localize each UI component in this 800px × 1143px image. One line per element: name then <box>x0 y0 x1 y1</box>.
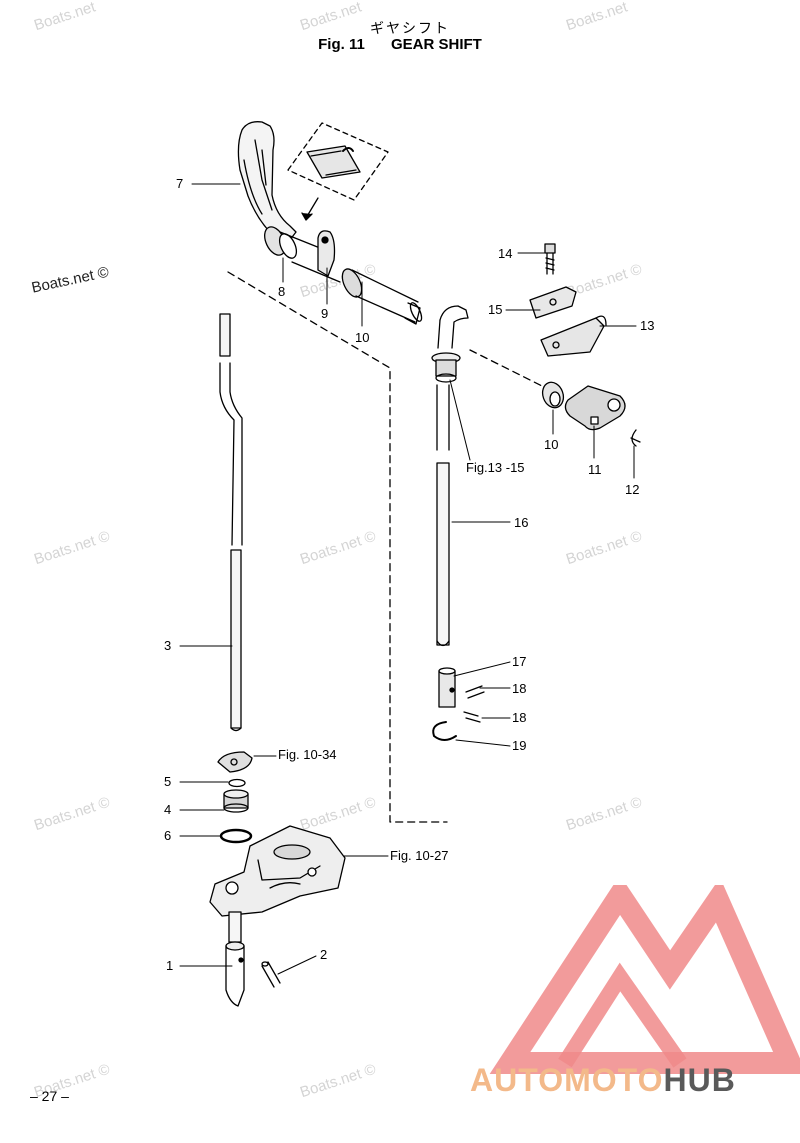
callout-16: 16 <box>514 515 529 530</box>
callout-17: 17 <box>512 654 527 669</box>
lower-rod-1 <box>225 911 245 1007</box>
figure-number: Fig. 11 <box>318 36 365 53</box>
shift-shaft-assembly <box>264 226 423 325</box>
bracket-parts <box>541 381 641 447</box>
pins-18 <box>463 685 485 723</box>
callout-18: 18 <box>512 681 527 696</box>
clip-and-bolt-parts <box>529 243 607 357</box>
page-number: – 27 – <box>30 1088 69 1104</box>
callout-leaders <box>179 183 637 975</box>
reference-fig-13-15: Fig.13 -15 <box>466 460 525 475</box>
callout-1: 1 <box>166 958 174 973</box>
callout-4: 4 <box>164 802 172 817</box>
e-clip-19 <box>432 721 457 741</box>
callout-10: 10 <box>355 330 370 345</box>
logo-wordmark-part2: HUB <box>663 1062 736 1098</box>
clip-detail-frame <box>287 122 389 221</box>
callout-10-bracket: 10 <box>544 437 559 452</box>
o-ring-6 <box>219 828 253 844</box>
assembly-guide-lines <box>227 271 591 823</box>
callout-19: 19 <box>512 738 527 753</box>
callout-7: 7 <box>176 176 184 191</box>
gasket <box>217 751 253 773</box>
header-figure-title: Fig. 11 GEAR SHIFT <box>0 36 800 53</box>
reference-fig-10-27: Fig. 10-27 <box>390 848 449 863</box>
callout-5: 5 <box>164 774 172 789</box>
housing-10-27 <box>209 825 346 917</box>
callout-6: 6 <box>164 828 172 843</box>
automotohub-logo <box>489 885 800 1074</box>
reference-fig-10-34: Fig. 10-34 <box>278 747 337 762</box>
shift-rod-16 <box>431 305 469 647</box>
pin-2 <box>261 961 281 988</box>
callout-12: 12 <box>625 482 640 497</box>
callout-18: 18 <box>512 710 527 725</box>
callout-11: 11 <box>588 462 602 477</box>
callout-14: 14 <box>498 246 513 261</box>
o-ring-5 <box>228 778 246 788</box>
logo-wordmark-part1: AUTOMOTO <box>470 1062 664 1098</box>
header-title-jp: ギヤシフト <box>370 21 450 37</box>
shift-lever-7 <box>237 121 297 246</box>
callout-8: 8 <box>278 284 286 299</box>
bushing-4 <box>223 789 249 813</box>
figure-title: GEAR SHIFT <box>391 36 482 53</box>
long-rod-3 <box>219 313 243 732</box>
callout-13: 13 <box>640 318 655 333</box>
coupler-17 <box>438 667 456 708</box>
logo-wordmark: AUTOMOTOHUB <box>470 1062 736 1099</box>
callout-9: 9 <box>321 306 329 321</box>
callout-3: 3 <box>164 638 172 653</box>
callout-2: 2 <box>320 947 328 962</box>
callout-15: 15 <box>488 302 503 317</box>
